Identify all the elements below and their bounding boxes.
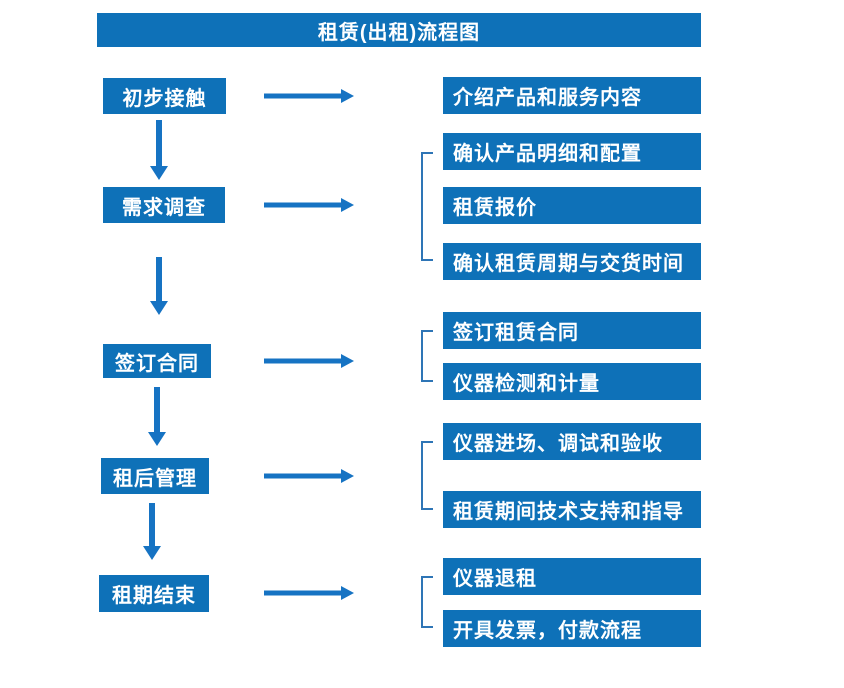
stage-box-post-rental-management: 租后管理 (101, 458, 209, 494)
group-bracket-icon (421, 330, 433, 382)
arrow-right-icon (264, 586, 354, 600)
detail-box-confirm-rental-period: 确认租赁周期与交货时间 (443, 243, 701, 280)
chart-title: 租赁(出租)流程图 (317, 21, 481, 44)
arrow-down-icon (148, 387, 166, 446)
arrow-head (341, 89, 354, 103)
arrow-down-icon (150, 120, 168, 180)
arrow-shaft (154, 387, 160, 433)
detail-box-instrument-entry-acceptance: 仪器进场、调试和验收 (443, 423, 701, 460)
arrow-shaft (149, 503, 155, 547)
detail-box-introduce-products: 介绍产品和服务内容 (443, 77, 701, 114)
arrow-head (341, 198, 354, 212)
detail-box-confirm-product-details: 确认产品明细和配置 (443, 133, 701, 170)
arrow-down-icon (143, 503, 161, 560)
arrow-right-icon (264, 469, 354, 483)
detail-box-invoice-payment: 开具发票，付款流程 (443, 610, 701, 647)
detail-box-instrument-testing: 仪器检测和计量 (443, 363, 701, 400)
arrow-head (143, 546, 161, 560)
arrow-head (148, 432, 166, 446)
group-bracket-icon (421, 152, 433, 261)
arrow-head (150, 301, 168, 315)
arrow-head (341, 469, 354, 483)
detail-box-sign-rental-contract: 签订租赁合同 (443, 312, 701, 349)
group-bracket-icon (421, 441, 433, 510)
arrow-right-icon (264, 198, 354, 212)
arrow-head (341, 354, 354, 368)
detail-box-rental-quotation: 租赁报价 (443, 187, 701, 224)
stage-box-demand-survey: 需求调查 (103, 187, 225, 223)
arrow-head (150, 166, 168, 180)
stage-box-initial-contact: 初步接触 (103, 78, 226, 114)
group-bracket-icon (421, 576, 433, 628)
arrow-shaft (264, 473, 342, 479)
arrow-shaft (264, 202, 342, 208)
stage-box-rental-end: 租期结束 (99, 575, 209, 612)
stage-box-sign-contract: 签订合同 (103, 344, 211, 378)
arrow-right-icon (264, 89, 354, 103)
arrow-head (341, 586, 354, 600)
arrow-shaft (156, 120, 162, 167)
arrow-shaft (264, 93, 342, 99)
detail-box-instrument-return: 仪器退租 (443, 558, 701, 595)
arrow-right-icon (264, 354, 354, 368)
arrow-shaft (156, 257, 162, 302)
chart-title-bar: 租赁(出租)流程图 (97, 13, 701, 47)
detail-box-technical-support: 租赁期间技术支持和指导 (443, 491, 701, 528)
arrow-shaft (264, 590, 342, 596)
arrow-shaft (264, 358, 342, 364)
arrow-down-icon (150, 257, 168, 315)
